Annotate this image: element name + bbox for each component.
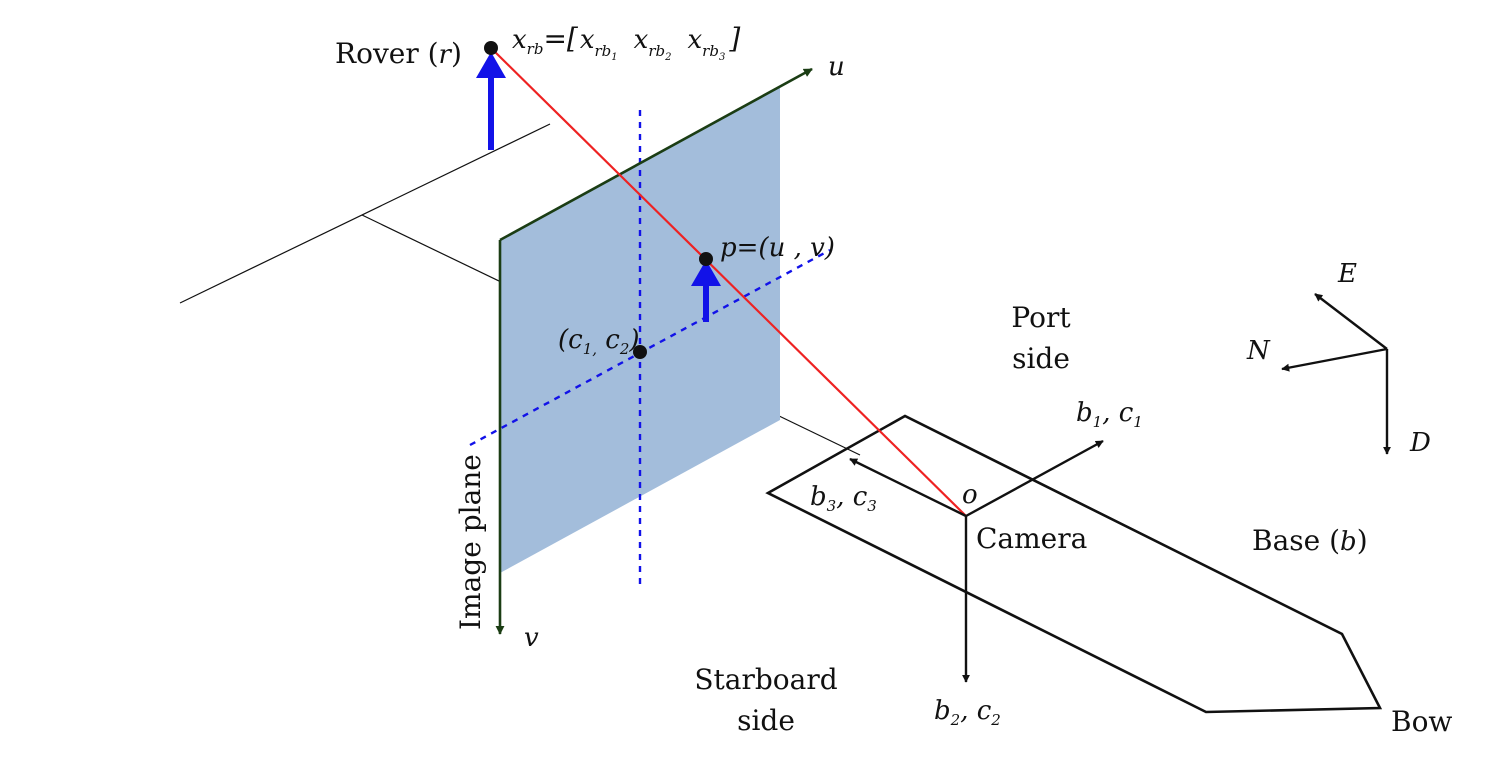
port-side-label-2: side <box>1012 342 1070 375</box>
rover-position-vector-label: xrb=[xrb1xrb2xrb3] <box>512 22 740 63</box>
b2-c2-label: b2, c2 <box>934 696 1001 729</box>
starboard-side-label-2: side <box>737 704 795 737</box>
camera-label: Camera <box>976 522 1087 555</box>
base-label: Base (b) <box>1252 524 1368 557</box>
principal-point <box>633 345 647 359</box>
u-axis-label: u <box>828 52 845 82</box>
ned-e-arrow <box>1314 293 1388 350</box>
ned-e-label: E <box>1337 259 1357 289</box>
starboard-side-label: Starboard <box>694 663 837 696</box>
rover-point <box>484 41 498 55</box>
ned-n-arrow <box>1281 347 1388 372</box>
image-plane-label: Image plane <box>454 454 487 630</box>
b3-c3-axis-arrow <box>849 457 967 518</box>
dashed-horizontal-axis <box>469 248 831 447</box>
projected-point <box>699 252 713 266</box>
port-side-label: Port <box>1011 301 1071 334</box>
u-axis-arrow <box>499 67 813 242</box>
b1-c1-label: b1, c1 <box>1076 398 1143 431</box>
b1-c1-axis-arrow <box>965 439 1104 518</box>
projected-up-arrow <box>691 260 721 322</box>
bow-label: Bow <box>1391 705 1452 738</box>
ship-outline <box>765 414 1383 714</box>
principal-point-label: (c1, c2) <box>558 325 640 358</box>
projection-ray <box>490 47 967 517</box>
ned-n-label: N <box>1246 336 1271 366</box>
b3-c3-label: b3, c3 <box>810 482 877 515</box>
ground-reference-line <box>179 123 551 304</box>
rover-label: Rover (r) <box>335 37 462 70</box>
v-axis-label: v <box>524 623 539 653</box>
ned-d-label: D <box>1409 428 1431 458</box>
origin-label: o <box>962 480 978 510</box>
rover-up-arrow <box>476 52 506 150</box>
projected-point-label: p=(u , v) <box>720 233 835 263</box>
